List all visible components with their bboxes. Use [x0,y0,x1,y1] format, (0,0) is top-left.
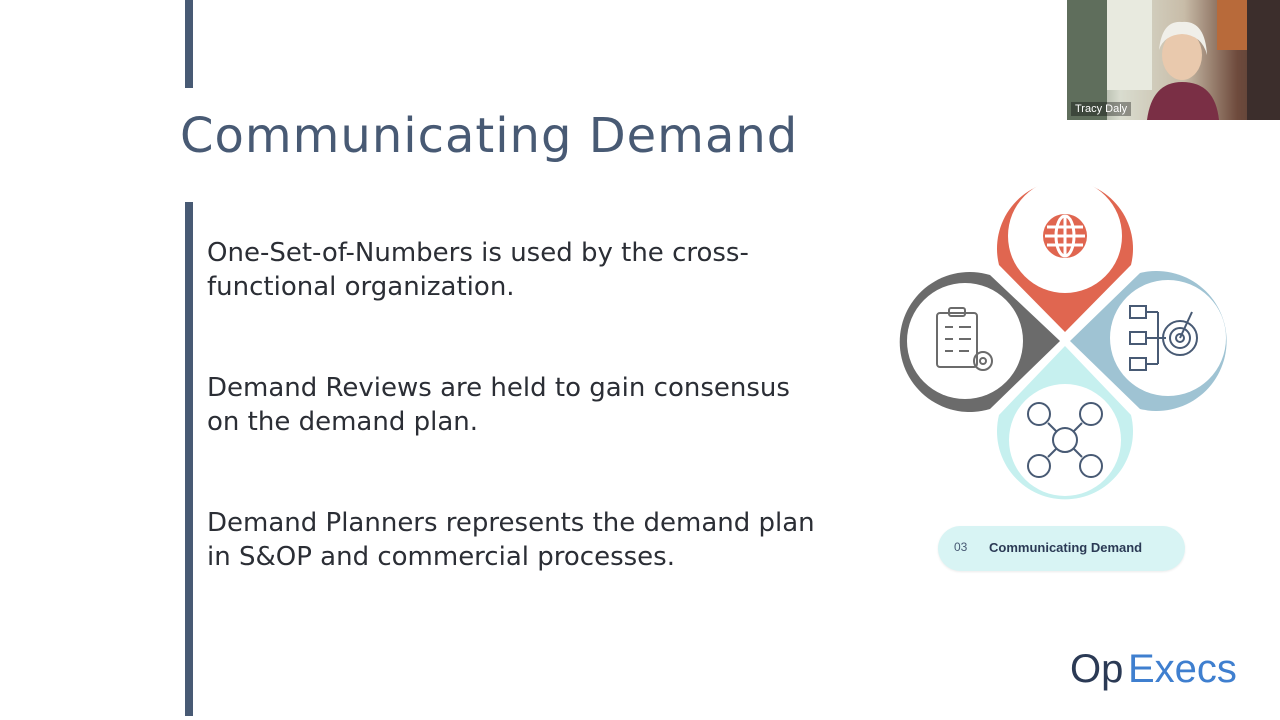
participant-name: Tracy Daly [1071,102,1132,116]
opexecs-logo: Op Execs [1070,647,1237,691]
logo-execs: Execs [1128,647,1237,691]
accent-bar-main [185,202,193,716]
bullet-3: Demand Planners represents the demand pl… [207,508,815,572]
right-petal [1070,271,1227,411]
communicating-demand-diagram [899,179,1227,500]
bullet-2: Demand Reviews are held to gain consensu… [207,373,790,437]
logo-op: Op [1070,647,1123,691]
left-petal [899,272,1060,412]
checklist-gear-icon [936,307,993,371]
bullet-1: One-Set-of-Numbers is used by the cross-… [207,238,749,302]
caption-label: Communicating Demand [989,540,1143,555]
target-flow-icon [1129,305,1198,371]
people-network-icon [1027,402,1103,478]
participant-avatar [1067,0,1280,120]
slide-title: Communicating Demand [180,108,799,164]
caption-pill: 03 Communicating Demand [938,526,1185,571]
caption-number: 03 [954,540,968,554]
bottom-petal [997,346,1133,500]
globe-icon [1043,214,1087,258]
accent-bar-top [185,0,193,88]
participant-video-tile[interactable]: Tracy Daly [1067,0,1280,120]
